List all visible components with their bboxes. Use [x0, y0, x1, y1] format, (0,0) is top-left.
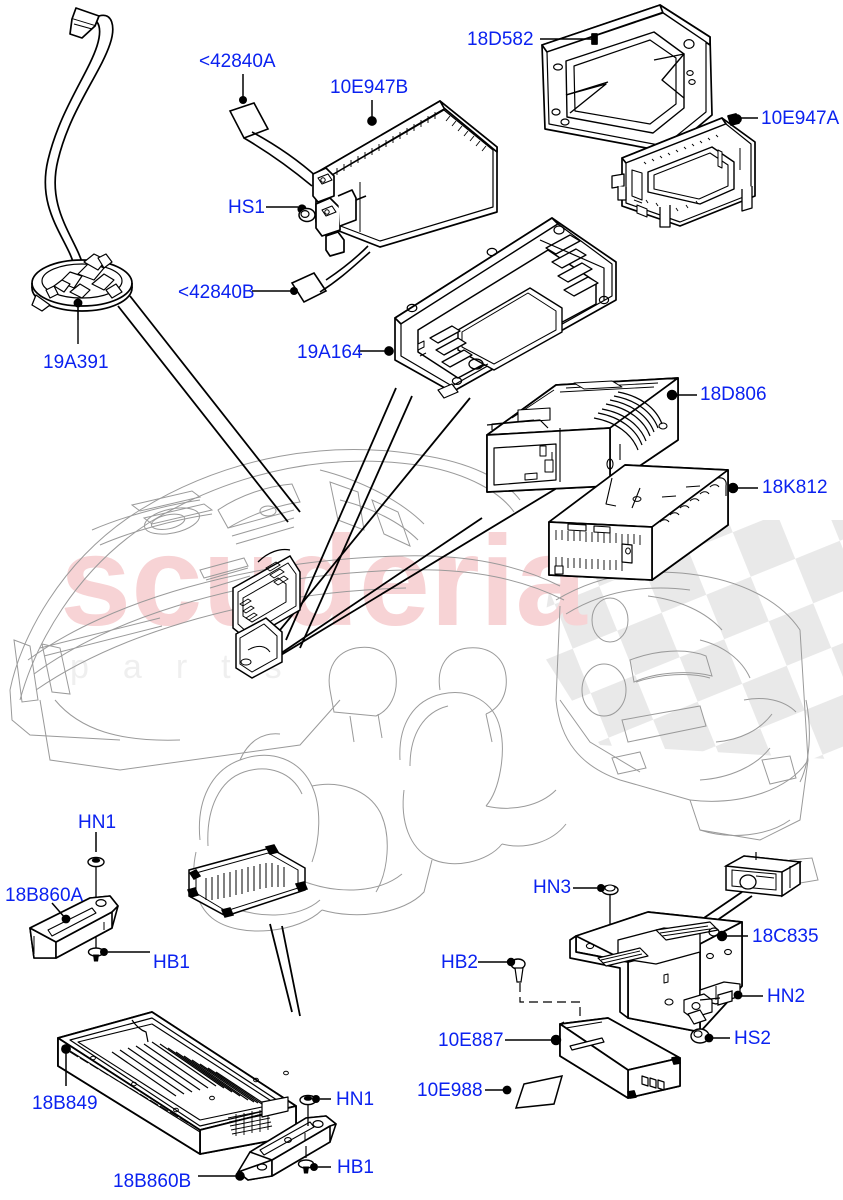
- callout-10e988: 10E988: [417, 1080, 483, 1101]
- part-18k812-amplifier: [548, 464, 758, 581]
- callout-18b860a: 18B860A: [5, 885, 84, 906]
- callout-hs1: HS1: [228, 197, 265, 218]
- callout-10e947b: 10E947B: [330, 77, 409, 98]
- part-hb2-bolt: [478, 957, 581, 1018]
- part-hs2-screw: [690, 1028, 730, 1044]
- part-hn2-nut: [699, 990, 763, 1006]
- callout-18d582: 18D582: [467, 29, 534, 50]
- callout-hs2: HS2: [734, 1028, 771, 1049]
- part-18b860b-bracket: [198, 1115, 337, 1181]
- module-installed-rear-trim: [697, 852, 803, 929]
- part-19a164-head-unit: [358, 217, 617, 399]
- part-hn1-bottom-nut: [299, 1094, 331, 1126]
- part-10e988-sim-card: [485, 1075, 564, 1109]
- callout-19a164: 19A164: [297, 342, 363, 363]
- part-10e947a-display: [611, 113, 758, 228]
- part-18b849-subwoofer: [57, 1011, 297, 1155]
- watermark-group: scuderia parts: [60, 510, 843, 760]
- subwoofer-installed-under-seat: [186, 844, 309, 1017]
- callout-hb1-bottom: HB1: [337, 1157, 374, 1178]
- part-18d582-display-bracket: [540, 4, 713, 153]
- callout-18c835: 18C835: [752, 926, 819, 947]
- callout-19a391: 19A391: [43, 352, 109, 373]
- callout-10e887: 10E887: [438, 1030, 504, 1051]
- part-42840a-connector: [228, 74, 319, 187]
- leader-lines-antenna: [117, 295, 301, 523]
- part-hb1-bottom-bolt: [297, 1146, 331, 1174]
- part-18b860a-bracket: [29, 895, 119, 959]
- part-18d806-cd-changer: [486, 377, 697, 493]
- part-10e887-telematics: [505, 1017, 681, 1099]
- callout-18d806: 18D806: [700, 384, 767, 405]
- part-hb1-top-bolt: [87, 947, 150, 962]
- callout-18b860b: 18B860B: [113, 1171, 192, 1192]
- part-18c835-bracket: [569, 911, 748, 1033]
- callout-hb2: HB2: [441, 952, 478, 973]
- callout-10e947a: 10E947A: [761, 108, 840, 129]
- part-19a391-antenna: [31, 7, 133, 344]
- dash-installed-head-unit: [232, 548, 301, 679]
- callout-18b849: 18B849: [32, 1093, 98, 1114]
- part-10e947b-module: [312, 100, 498, 257]
- callout-hn1-bottom: HN1: [336, 1089, 375, 1110]
- callout-hb1-top: HB1: [153, 952, 190, 973]
- callout-hn1-top: HN1: [78, 812, 117, 833]
- part-hs1-screw: [266, 204, 316, 223]
- callout-42840a: <42840A: [199, 51, 276, 72]
- callout-18k812: 18K812: [762, 477, 828, 498]
- callout-42840b: <42840B: [178, 282, 255, 303]
- callout-hn3: HN3: [533, 877, 572, 898]
- part-42840b-connector: [252, 245, 371, 304]
- callout-hn2: HN2: [767, 986, 806, 1007]
